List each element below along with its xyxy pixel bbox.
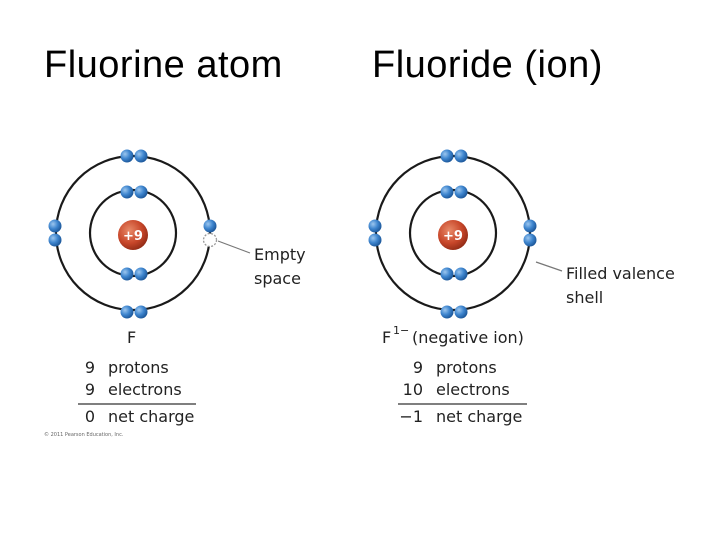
callout-empty-space-line1: Empty — [254, 245, 306, 264]
callout-empty-space-line2: space — [254, 269, 301, 288]
electrons-label: electrons — [108, 380, 182, 399]
electron — [440, 267, 454, 281]
electron — [368, 219, 382, 233]
net-charge-label: net charge — [108, 407, 194, 426]
electrons-count: 9 — [85, 380, 95, 399]
ion-charge-superscript: 1− — [393, 324, 409, 337]
fluorine-atom-model: +9 Empty space F 9 protons 9 electrons 0… — [44, 149, 306, 438]
electron — [454, 149, 468, 163]
ion-symbol: F — [382, 328, 391, 347]
electron — [368, 233, 382, 247]
net-charge-value: −1 — [399, 407, 423, 426]
electron — [203, 219, 217, 233]
element-symbol: F — [127, 328, 136, 347]
electron — [454, 185, 468, 199]
net-charge-value: 0 — [85, 407, 95, 426]
electron — [440, 149, 454, 163]
electron — [48, 219, 62, 233]
nucleus — [118, 220, 148, 250]
net-charge-label: net charge — [436, 407, 522, 426]
protons-count: 9 — [413, 358, 423, 377]
copyright-notice: © 2011 Pearson Education, Inc. — [44, 431, 124, 438]
callout-filled-valence-line1: Filled valence — [566, 264, 675, 283]
electron — [48, 233, 62, 247]
electron — [454, 267, 468, 281]
electron — [523, 219, 537, 233]
electron — [120, 267, 134, 281]
nucleus — [438, 220, 468, 250]
electrons-count: 10 — [403, 380, 423, 399]
electron — [454, 305, 468, 319]
callout-filled-valence-line2: shell — [566, 288, 603, 307]
protons-label: protons — [436, 358, 497, 377]
electron — [134, 267, 148, 281]
protons-count: 9 — [85, 358, 95, 377]
title-fluoride-ion: Fluoride (ion) — [372, 44, 603, 86]
electron — [440, 305, 454, 319]
empty-electron-spot — [202, 232, 218, 248]
fluoride-ion-model: +9 Filled valence shell F 1− (negative i… — [368, 149, 675, 426]
callout-line — [217, 240, 251, 254]
electrons-label: electrons — [436, 380, 510, 399]
protons-label: protons — [108, 358, 169, 377]
electron — [120, 185, 134, 199]
nucleus-charge: +9 — [443, 229, 463, 244]
electron — [134, 149, 148, 163]
electron — [134, 185, 148, 199]
callout-line — [535, 261, 563, 272]
title-fluorine-atom: Fluorine atom — [44, 44, 283, 86]
electron — [440, 185, 454, 199]
electron — [120, 149, 134, 163]
electron — [120, 305, 134, 319]
nucleus-charge: +9 — [123, 229, 143, 244]
electron — [134, 305, 148, 319]
electron — [523, 233, 537, 247]
ion-note: (negative ion) — [412, 328, 524, 347]
